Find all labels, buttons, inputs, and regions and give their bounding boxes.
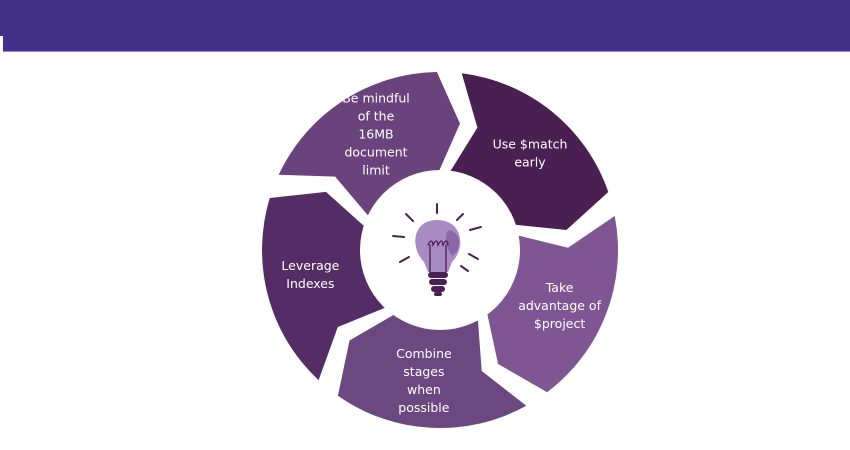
segment-label: advantage of — [518, 298, 601, 313]
segment-label: stages — [403, 364, 444, 379]
segment-label: possible — [398, 400, 449, 415]
segment-label: Use $match — [493, 137, 568, 152]
segment-label: when — [407, 382, 441, 397]
segment-label: Be mindful — [342, 91, 410, 106]
segment-label: early — [514, 155, 546, 170]
segment-take-advantage-of-project — [486, 216, 618, 393]
segment-be-mindful-16mb-limit — [278, 72, 460, 217]
segment-label: document — [344, 145, 407, 160]
segment-label: limit — [362, 163, 390, 178]
segment-label: $project — [534, 316, 585, 331]
segment-combine-stages — [337, 313, 527, 429]
segment-label: Indexes — [286, 276, 334, 291]
segment-leverage-indexes — [262, 191, 387, 381]
banner-notch — [0, 36, 3, 52]
segment-label: Leverage — [281, 258, 339, 273]
segment-label: of the — [358, 109, 395, 124]
segment-label: 16MB — [358, 127, 393, 142]
segment-label: Combine — [396, 346, 452, 361]
header-banner — [0, 0, 850, 52]
banner-underline — [3, 51, 850, 52]
segment-label: Take — [545, 280, 574, 295]
lightbulb-icon — [392, 203, 482, 296]
segment-use-match-early — [449, 73, 609, 230]
